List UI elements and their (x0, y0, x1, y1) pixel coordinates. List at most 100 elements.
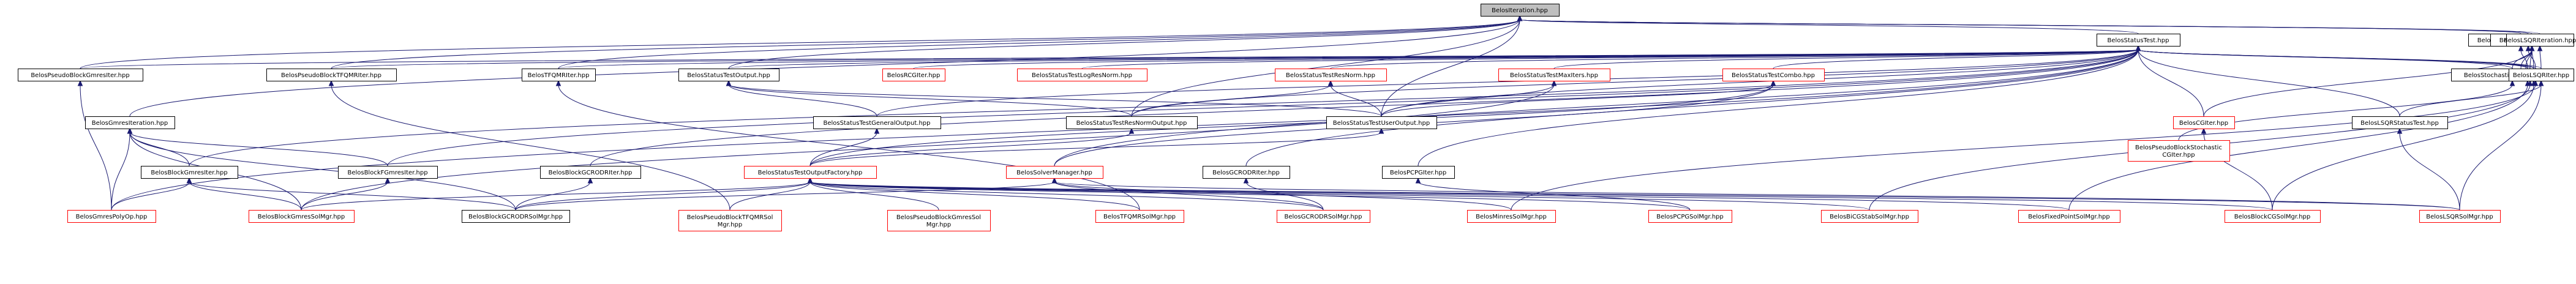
edge-arrowhead (77, 80, 83, 86)
edge-arrowhead (1770, 80, 1776, 86)
node-box (1203, 166, 1290, 179)
node-box (2173, 116, 2235, 129)
node-label: BelosGmresPolyOp.hpp (76, 214, 148, 220)
node-statustestlogresnorm[interactable]: BelosStatusTestLogResNorm.hpp (1017, 69, 1147, 81)
node-box (18, 69, 143, 81)
node-label: BelosStatusTestResNorm.hpp (1286, 72, 1375, 79)
node-box (1382, 166, 1455, 179)
node-gmrespolyop[interactable]: BelosGmresPolyOp.hpp (67, 210, 156, 223)
node-gcrodrsolmgr[interactable]: BelosGCRODRSolMgr.hpp (1277, 210, 1370, 223)
node-lsqriter[interactable]: BelosLSQRIter.hpp (2509, 69, 2574, 81)
node-blockgmresiter[interactable]: BelosBlockGmresIter.hpp (141, 166, 238, 179)
node-statustestoutput[interactable]: BelosStatusTestOutput.hpp (678, 69, 779, 81)
node-statustestresnorm[interactable]: BelosStatusTestResNorm.hpp (1275, 69, 1387, 81)
node-box (540, 166, 641, 179)
node-pseudoblocktfqmriter[interactable]: BelosPseudoBlockTFQMRIter.hpp (266, 69, 397, 81)
node-statustestuseroutput[interactable]: BelosStatusTestUserOutput.hpp (1326, 116, 1437, 129)
dependency-edge (189, 181, 302, 211)
node-box (1277, 210, 1370, 223)
edge-arrowhead (587, 177, 593, 184)
node-statustestoutputfactory[interactable]: BelosStatusTestOutputFactory.hpp (744, 166, 877, 179)
node-label: BelosPCPGIter.hpp (1390, 170, 1446, 176)
node-tfqmriter[interactable]: BelosTFQMRIter.hpp (522, 69, 596, 81)
dependency-edge (2138, 49, 2531, 69)
dependency-edge (515, 181, 1055, 211)
node-lsqriteration[interactable]: BelosLSQRIteration.hpp (2504, 34, 2576, 47)
node-label: BelosPseudoBlockStochastic (2135, 144, 2222, 151)
node-blockgcrodrsolmgr[interactable]: BelosBlockGCRODRSolMgr.hpp (462, 210, 570, 223)
node-minressolmgr[interactable]: BelosMinresSolMgr.hpp (1467, 210, 1556, 223)
node-bicgstabsolmgr[interactable]: BelosBiCGStabSolMgr.hpp (1821, 210, 1918, 223)
node-rcgiter[interactable]: BelosRCGIter.hpp (882, 69, 945, 81)
node-root[interactable]: BelosIteration.hpp (1481, 4, 1560, 17)
dependency-edge (2138, 49, 2204, 117)
node-statustestresnormoutput[interactable]: BelosStatusTestResNormOutput.hpp (1066, 116, 1198, 129)
node-pcpgsolmgr[interactable]: BelosPCPGSolMgr.hpp (1648, 210, 1732, 223)
node-solvermanager[interactable]: BelosSolverManager.hpp (1006, 166, 1103, 179)
node-statustestmaxiters[interactable]: BelosStatusTestMaxIters.hpp (1498, 69, 1610, 81)
dependency-edge (2459, 84, 2542, 211)
node-label: BelosBlockGCRODRIter.hpp (549, 170, 633, 176)
node-label: Mgr.hpp (718, 222, 742, 228)
dependency-edge (876, 49, 2139, 117)
dependency-edge (558, 19, 1520, 69)
node-statustestcombo[interactable]: BelosStatusTestCombo.hpp (1722, 69, 1825, 81)
dependency-edge (809, 132, 1382, 166)
node-label: BelosMinresSolMgr.hpp (1476, 214, 1547, 220)
node-blockcgsolmgr[interactable]: BelosBlockCGSolMgr.hpp (2225, 210, 2321, 223)
node-blockgmressolmgr[interactable]: BelosBlockGmresSolMgr.hpp (249, 210, 355, 223)
node-box (1275, 69, 1387, 81)
node-label: BelosBlockGmresIter.hpp (151, 170, 227, 176)
node-pcpgiter[interactable]: BelosPCPGIter.hpp (1382, 166, 1455, 179)
dependency-edge (809, 181, 1870, 211)
edge-arrowhead (2518, 45, 2524, 51)
node-tfqmrsolmgr[interactable]: BelosTFQMRSolMgr.hpp (1095, 210, 1184, 223)
node-label: BelosGCRODRSolMgr.hpp (1285, 214, 1362, 220)
dependency-edge (515, 181, 811, 211)
node-label: BelosLSQRStatusTest.hpp (2360, 120, 2439, 127)
node-gcrodriter[interactable]: BelosGCRODRIter.hpp (1203, 166, 1290, 179)
node-box (266, 69, 397, 81)
node-label: BelosPseudoBlockGmresIter.hpp (31, 72, 129, 79)
node-statustestgeneraloutput[interactable]: BelosStatusTestGeneralOutput.hpp (813, 116, 941, 129)
node-cgiter[interactable]: BelosCGIter.hpp (2173, 116, 2235, 129)
node-label: BelosBlockGCRODRSolMgr.hpp (468, 214, 563, 220)
edge-arrowhead (1327, 80, 1334, 86)
dependency-edge (1381, 84, 1774, 117)
node-box (1821, 210, 1918, 223)
node-label: BelosStatusTestUserOutput.hpp (1333, 120, 1430, 127)
node-box (462, 210, 570, 223)
edge-arrowhead (1517, 15, 1523, 21)
dependency-edge (1330, 84, 1382, 117)
dependency-edge (1131, 19, 1520, 117)
node-box (1722, 69, 1825, 81)
node-blockgcrodriter[interactable]: BelosBlockGCRODRIter.hpp (540, 166, 641, 179)
dependency-edge (2528, 49, 2536, 69)
edge-arrowhead (127, 127, 133, 134)
node-gmresiteration[interactable]: BelosGmresIteration.hpp (85, 116, 175, 129)
node-pseudoblockgmresiter[interactable]: BelosPseudoBlockGmresIter.hpp (18, 69, 143, 81)
node-box (2419, 210, 2501, 223)
node-fixedpointsolmgr[interactable]: BelosFixedPointSolMgr.hpp (2018, 210, 2120, 223)
dependency-edge (1381, 49, 2139, 117)
node-statustest[interactable]: BelosStatusTest.hpp (2097, 34, 2180, 47)
node-label: BelosStatusTestResNormOutput.hpp (1076, 120, 1187, 127)
dependency-edge (2399, 84, 2542, 117)
dependency-edge (111, 181, 190, 211)
dependency-edge (1519, 19, 2522, 34)
dependency-edge (809, 181, 1324, 211)
node-box (2352, 116, 2448, 129)
edge-arrowhead (1378, 127, 1384, 134)
node-lsqrstatustest[interactable]: BelosLSQRStatusTest.hpp (2352, 116, 2448, 129)
node-blockfgmresiter[interactable]: BelosBlockFGmresIter.hpp (338, 166, 438, 179)
node-lsqrsolmgr[interactable]: BelosLSQRSolMgr.hpp (2419, 210, 2501, 223)
dependency-edge (728, 19, 1520, 69)
node-box (67, 210, 156, 223)
dependency-edge (1381, 19, 1520, 117)
edge-arrowhead (555, 80, 561, 86)
node-box (522, 69, 596, 81)
node-label: BelosLSQRIteration.hpp (2504, 37, 2576, 44)
